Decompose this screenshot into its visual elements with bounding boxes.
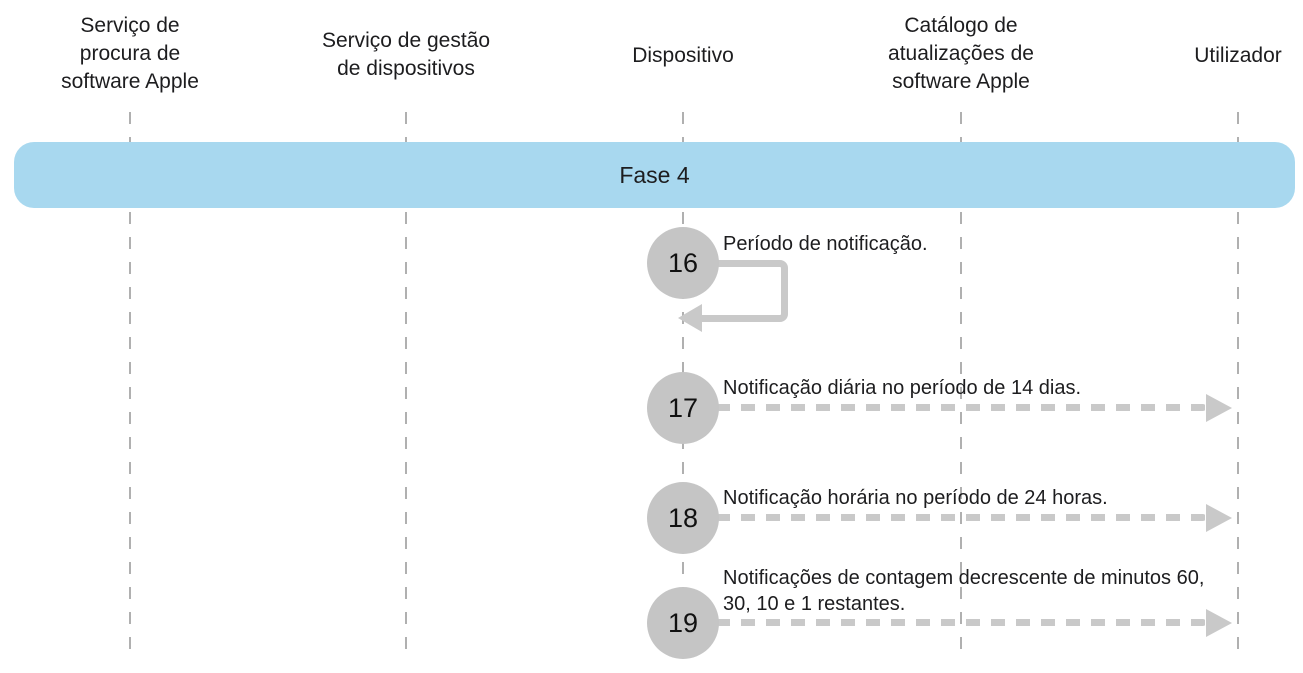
dashed-arrow-step-17 [716,404,1206,411]
step-label-19: Notificações de contagem decrescente de … [723,565,1204,617]
column-header-line: Catálogo de [904,14,1018,37]
step-label-line: Notificação diária no período de 14 dias… [723,377,1082,399]
column-header-device-management-service: Serviço de gestão de dispositivos [322,27,490,83]
column-header-apple-software-lookup-service: Serviço de procura de software Apple [61,12,199,96]
phase-banner-label: Fase 4 [619,161,690,188]
column-header-line: Dispositivo [632,44,734,67]
lifeline-user [1237,112,1239,655]
column-header-line: Utilizador [1194,44,1282,67]
column-header-user: Utilizador [1194,42,1282,70]
arrowhead-icon [1206,609,1232,637]
column-header-line: software Apple [61,70,199,93]
self-loop-arrowhead-icon [678,304,702,332]
column-header-line: Serviço de gestão [321,29,491,52]
self-loop-arrow-step-16 [700,260,788,322]
column-header-apple-software-update-catalog: Catálogo de atualizações de software App… [888,12,1034,96]
lifeline-apple-software-update-catalog [960,112,962,655]
column-header-device: Dispositivo [632,42,734,70]
step-label-line: 30, 10 e 1 restantes. [723,593,906,615]
column-header-line: de dispositivos [337,57,475,80]
lifeline-device-management-service [405,112,407,655]
step-label-line: Notificações de contagem decrescente de … [723,567,1205,589]
step-number: 16 [667,247,699,278]
dashed-arrow-step-18 [716,514,1206,521]
column-header-line: atualizações de [888,42,1034,65]
arrowhead-icon [1206,394,1232,422]
step-circle-16: 16 [647,227,719,299]
dashed-arrow-step-19 [716,619,1206,626]
step-number: 17 [667,392,699,423]
phase-banner: Fase 4 [14,142,1295,208]
step-circle-18: 18 [647,482,719,554]
column-header-line: procura de [79,42,181,65]
column-header-line: Serviço de [80,14,180,37]
step-circle-19: 19 [647,587,719,659]
step-circle-17: 17 [647,372,719,444]
arrowhead-icon [1206,504,1232,532]
column-header-line: software Apple [892,70,1030,93]
step-label-17: Notificação diária no período de 14 dias… [723,375,1081,401]
step-label-18: Notificação horária no período de 24 hor… [723,485,1108,511]
step-label-line: Período de notificação. [723,233,928,255]
step-number: 19 [667,607,699,638]
lifeline-apple-software-lookup-service [129,112,131,655]
step-number: 18 [667,502,699,533]
step-label-line: Notificação horária no período de 24 hor… [723,487,1108,509]
step-label-16: Período de notificação. [723,231,928,257]
